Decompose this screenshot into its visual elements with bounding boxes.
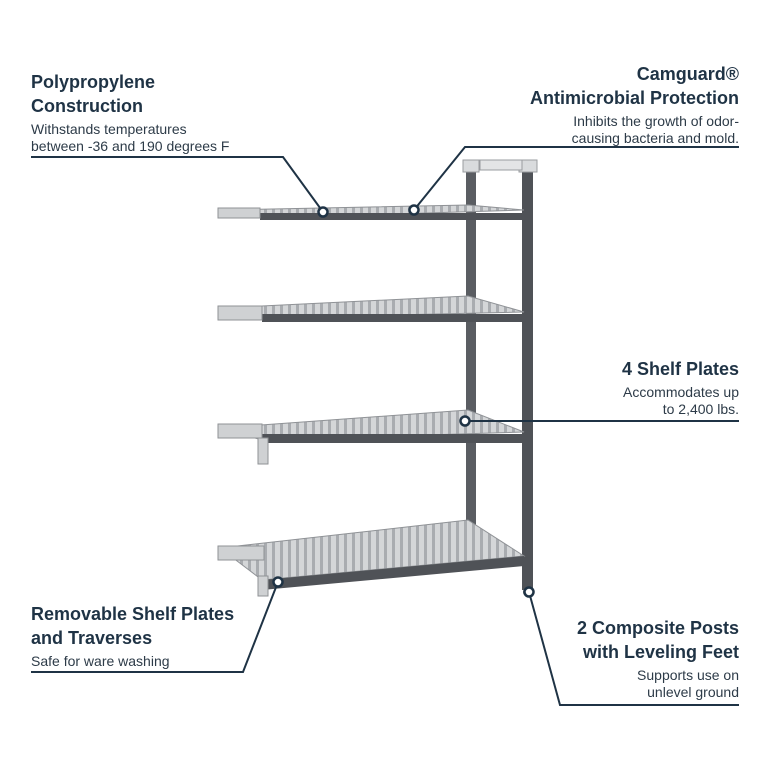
rear-post <box>462 159 480 545</box>
callout-title: 4 Shelf Plates <box>621 359 739 379</box>
callout-shelf-plates: 4 Shelf Plates Accommodates up to 2,400 … <box>622 357 739 418</box>
callout-removable-plates: Removable Shelf Plates and Traverses Saf… <box>31 602 234 670</box>
callout-polypropylene: Polypropylene Construction Withstands te… <box>31 70 229 155</box>
shelf-plate-2 <box>217 295 525 322</box>
callout-title: Removable Shelf Plates and Traverses <box>31 604 235 648</box>
leader-removable <box>31 581 279 673</box>
shelf-plate-1 <box>217 204 525 220</box>
dot-removable <box>272 576 284 588</box>
leader-lines <box>31 146 739 706</box>
dot-posts <box>523 586 535 598</box>
callout-camguard: Camguard® Antimicrobial Protection Inhib… <box>530 62 739 147</box>
callout-description: Accommodates up to 2,400 lbs. <box>623 384 739 417</box>
leader-dots <box>272 204 535 598</box>
shelf-plate-4 <box>217 519 526 597</box>
leader-camguard <box>413 146 739 211</box>
callout-description: Safe for ware washing <box>31 653 170 669</box>
leader-posts <box>528 591 739 706</box>
callout-title: Polypropylene Construction <box>31 72 156 116</box>
callout-title: Camguard® Antimicrobial Protection <box>529 64 739 108</box>
dot-shelf-plates <box>459 415 471 427</box>
leader-polypropylene <box>31 156 324 213</box>
callout-description: Withstands temperatures between -36 and … <box>31 121 230 154</box>
callout-description: Supports use on unlevel ground <box>637 667 739 700</box>
callout-description: Inhibits the growth of odor- causing bac… <box>571 113 739 146</box>
callout-composite-posts: 2 Composite Posts with Leveling Feet Sup… <box>577 616 739 701</box>
front-post <box>479 159 538 597</box>
shelf-plate-3 <box>217 409 525 465</box>
dot-polypropylene <box>317 206 329 218</box>
callout-title: 2 Composite Posts with Leveling Feet <box>576 618 739 662</box>
dot-camguard <box>408 204 420 216</box>
